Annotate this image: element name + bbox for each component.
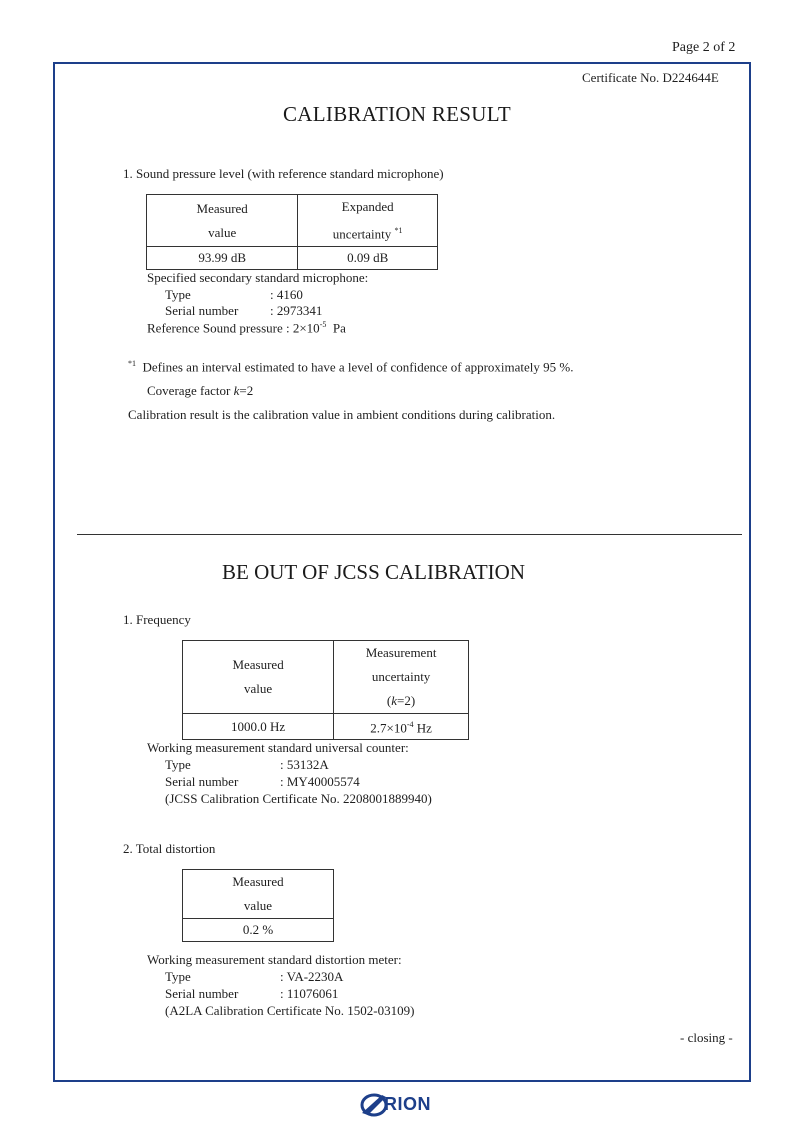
mic-serial-value: : 2973341 bbox=[270, 303, 323, 318]
reference-pressure: Reference Sound pressure : 2×10-5 Pa bbox=[147, 320, 346, 336]
calibration-result-title: CALIBRATION RESULT bbox=[283, 102, 512, 126]
distortion-table: Measured value 0.2 % bbox=[182, 869, 334, 942]
certificate-frame bbox=[53, 62, 751, 1082]
distortion-serial-label: Serial number bbox=[165, 986, 239, 1001]
distortion-measured-header: Measured value bbox=[182, 869, 334, 919]
uncertainty-value-cell: 0.09 dB bbox=[297, 246, 438, 271]
frequency-table: Measured value Measurement uncertainty (… bbox=[181, 640, 469, 741]
distortion-type-value: : VA-2230A bbox=[280, 969, 344, 984]
counter-serial-value: : MY40005574 bbox=[280, 774, 360, 789]
mic-serial-label: Serial number bbox=[165, 303, 239, 318]
frequency-measured-header: Measured value bbox=[181, 640, 335, 714]
counter-heading: Working measurement standard universal c… bbox=[147, 740, 409, 755]
measured-value-cell: 93.99 dB bbox=[145, 246, 299, 271]
measured-value-header: Measured value bbox=[145, 193, 299, 248]
ambient-conditions-note: Calibration result is the calibration va… bbox=[128, 407, 556, 422]
distortion-certificate-note: (A2LA Calibration Certificate No. 1502-0… bbox=[165, 1003, 415, 1018]
frequency-uncertainty-cell: 2.7×10-4 Hz bbox=[333, 712, 469, 741]
counter-type-value: : 53132A bbox=[280, 757, 329, 772]
frequency-uncertainty-header: Measurement uncertainty (k=2) bbox=[333, 640, 469, 714]
distortion-item-title: 2. Total distortion bbox=[123, 841, 216, 856]
frequency-value-cell: 1000.0 Hz bbox=[181, 712, 335, 741]
closing-mark: - closing - bbox=[680, 1030, 733, 1045]
mic-type-label: Type bbox=[165, 287, 191, 302]
sound-pressure-table: Measured value Expanded uncertainty *1 9… bbox=[145, 193, 438, 271]
mic-type-value: : 4160 bbox=[270, 287, 303, 302]
frequency-item-title: 1. Frequency bbox=[123, 612, 191, 627]
certificate-number: Certificate No. D224644E bbox=[582, 70, 719, 85]
sound-pressure-item-title: 1. Sound pressure level (with reference … bbox=[123, 166, 444, 181]
microphone-heading: Specified secondary standard microphone: bbox=[147, 270, 369, 285]
counter-certificate-note: (JCSS Calibration Certificate No. 220800… bbox=[165, 791, 432, 806]
out-of-jcss-title: BE OUT OF JCSS CALIBRATION bbox=[222, 560, 525, 584]
distortion-serial-value: : 11076061 bbox=[280, 986, 339, 1001]
page-number: Page 2 of 2 bbox=[672, 40, 736, 55]
distortion-value-cell: 0.2 % bbox=[182, 918, 334, 942]
coverage-factor: Coverage factor k=2 bbox=[147, 383, 254, 398]
counter-serial-label: Serial number bbox=[165, 774, 239, 789]
rion-logo-text: RION bbox=[384, 1094, 431, 1114]
rion-logo-swoosh-icon bbox=[360, 1093, 388, 1117]
footnote: *1 Defines an interval estimated to have… bbox=[128, 359, 574, 375]
distortion-type-label: Type bbox=[165, 969, 191, 984]
expanded-uncertainty-header: Expanded uncertainty *1 bbox=[297, 193, 438, 248]
counter-type-label: Type bbox=[165, 757, 191, 772]
section-divider bbox=[77, 534, 742, 535]
distortion-meter-heading: Working measurement standard distortion … bbox=[147, 952, 402, 967]
